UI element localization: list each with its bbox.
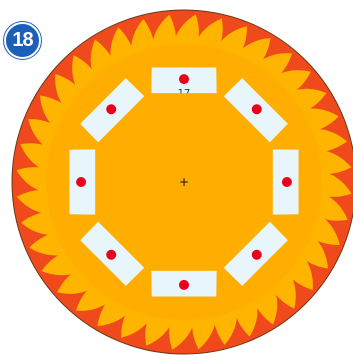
red-dot-icon[interactable]	[179, 280, 189, 290]
red-dot-icon[interactable]	[106, 250, 116, 260]
level-badge: 18	[4, 22, 41, 59]
red-dot-icon[interactable]	[106, 104, 116, 114]
red-dot-icon[interactable]	[76, 177, 86, 187]
red-dot-icon[interactable]	[179, 74, 189, 84]
red-dot-icon[interactable]	[252, 104, 262, 114]
center-plus-icon: +	[179, 175, 189, 189]
red-dot-icon[interactable]	[252, 250, 262, 260]
red-dot-icon[interactable]	[282, 177, 292, 187]
